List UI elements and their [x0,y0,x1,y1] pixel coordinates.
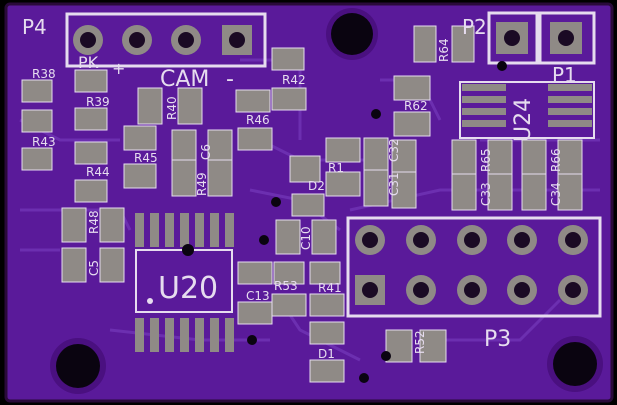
label-c5: C5 [87,260,101,276]
connector-p4 [65,12,267,68]
label-r48: R48 [87,210,101,234]
label-p2: P2 [462,15,487,39]
label-r53: R53 [274,279,298,293]
label-r42: R42 [282,73,306,87]
label-c10: C10 [299,226,313,250]
label-r66: R66 [549,148,563,172]
ic-u24 [459,81,595,139]
label-r43: R43 [32,135,56,149]
label-pk: PK [78,53,99,72]
label-d1: D1 [318,347,335,361]
connector-p3 [346,216,602,318]
label-r39: R39 [86,95,110,109]
smd-passives [21,25,583,383]
label-cam: CAM [160,67,209,92]
label-r44: R44 [86,165,110,179]
label-u24: U24 [511,98,536,142]
label-r1: R1 [328,161,344,175]
label-minus: - [226,67,234,92]
ic-u20 [135,213,234,352]
label-c31: C31 [387,172,401,196]
label-r41: R41 [318,281,342,295]
label-r45: R45 [134,151,158,165]
label-c32: C32 [387,138,401,162]
label-c6: C6 [199,144,213,160]
mounting-holes [50,8,603,394]
label-u20: U20 [158,271,218,306]
connector-p2 [487,11,539,65]
label-p3: P3 [484,327,511,352]
label-r64: R64 [437,38,451,62]
label-r46: R46 [246,113,270,127]
label-c34: C34 [549,182,563,206]
label-p1: P1 [552,63,577,87]
label-r49: R49 [195,172,209,196]
label-r52: R52 [413,330,427,354]
silkscreen: P4 P2 P1 P3 CAM - + PK U20 U24 D1 D2 R1 … [22,15,577,361]
vias [182,61,507,383]
label-r62: R62 [404,99,428,113]
label-r65: R65 [479,148,493,172]
label-c33: C33 [479,182,493,206]
label-c13: C13 [246,289,270,303]
label-r38: R38 [32,67,56,81]
connector-p1 [538,11,596,65]
label-p4: P4 [22,15,47,39]
label-r40: R40 [165,96,179,120]
label-d2: D2 [308,179,325,193]
label-plus: + [112,59,125,78]
